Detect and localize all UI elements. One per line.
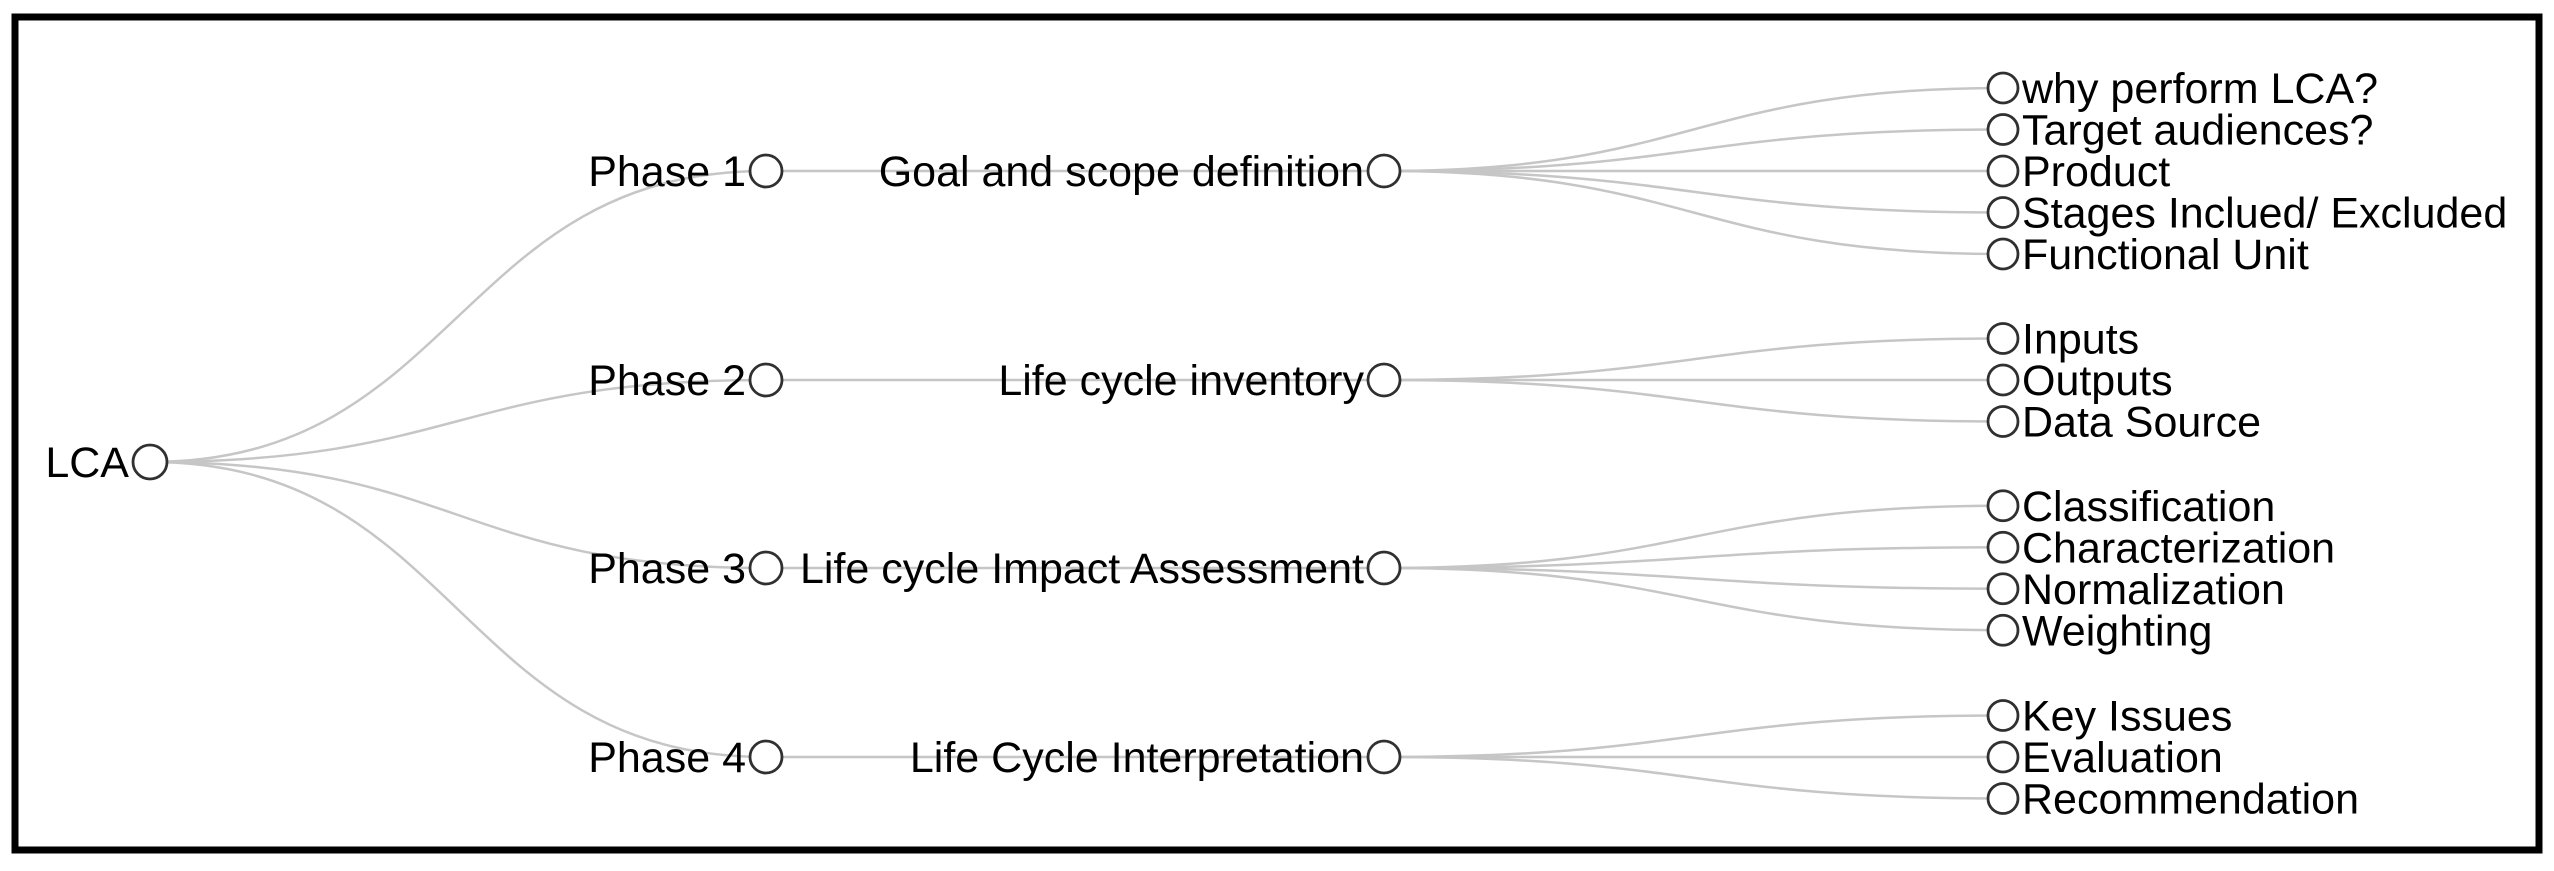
leaf-label: Recommendation [2022, 776, 2359, 824]
leaf-node-circle [1986, 740, 2020, 774]
root-label: LCA [45, 439, 129, 487]
leaf-node-circle [1986, 237, 2020, 271]
tree-links [149, 86, 2004, 800]
description-node-circle [1366, 739, 1402, 775]
tree-link [1383, 128, 2004, 173]
tree-link [1383, 504, 2004, 570]
tree-link [1383, 566, 2004, 632]
leaf-node-circle [1986, 489, 2020, 523]
tree-link [1383, 755, 2004, 800]
tree-link [149, 460, 767, 570]
phase-description-label: Goal and scope definition [879, 148, 1364, 196]
leaf-label: Key Issues [2022, 693, 2232, 741]
tree-link [1383, 169, 2004, 256]
phase-description-label: Life Cycle Interpretation [910, 734, 1364, 782]
tree-link [1383, 566, 2004, 590]
leaf-label: why perform LCA? [2021, 65, 2378, 113]
tree-link [149, 169, 767, 464]
phase-node-circle [748, 362, 784, 398]
leaf-label: Stages Inclued/ Excluded [2022, 190, 2507, 238]
tree-link [149, 378, 767, 464]
phase-description-label: Life cycle Impact Assessment [800, 545, 1364, 593]
leaf-label: Functional Unit [2022, 231, 2309, 279]
description-node-circle [1366, 550, 1402, 586]
tree-nodes [131, 71, 2020, 815]
phase-name-label: Phase 3 [588, 545, 746, 593]
tree-link [1383, 546, 2004, 570]
diagram-border [11, 13, 2543, 854]
description-node-circle [1366, 362, 1402, 398]
phase-name-label: Phase 2 [588, 357, 746, 405]
phase-node-circle [748, 153, 784, 189]
leaf-label: Normalization [2022, 566, 2285, 614]
leaf-label: Weighting [2022, 607, 2212, 655]
leaf-node-circle [1986, 71, 2020, 105]
phase-name-label: Phase 1 [588, 148, 746, 196]
phase-description-label: Life cycle inventory [998, 357, 1364, 405]
phase-node-circle [748, 739, 784, 775]
leaf-node-circle [1986, 113, 2020, 146]
leaf-label: Classification [2022, 483, 2275, 531]
tree-link [1383, 86, 2004, 173]
leaf-node-circle [1986, 782, 2020, 815]
leaf-node-circle [1986, 322, 2020, 355]
tree-link [149, 460, 767, 759]
phase-name-label: Phase 4 [588, 734, 746, 782]
leaf-label: Outputs [2022, 357, 2173, 405]
tree-link [1383, 169, 2004, 214]
leaf-node-circle [1986, 196, 2020, 229]
leaf-node-circle [1986, 405, 2020, 438]
description-node-circle [1366, 153, 1402, 189]
leaf-node-circle [1986, 613, 2020, 647]
leaf-label: Inputs [2022, 316, 2139, 364]
leaf-node-circle [1986, 572, 2020, 606]
tree-link [1383, 378, 2004, 423]
phase-node-circle [748, 550, 784, 586]
tree-link [1383, 337, 2004, 382]
leaf-node-circle [1986, 154, 2020, 188]
leaf-node-circle [1986, 363, 2020, 397]
leaf-label: Characterization [2022, 524, 2335, 572]
leaf-node-circle [1986, 699, 2020, 732]
leaf-node-circle [1986, 530, 2020, 564]
tree-link [1383, 714, 2004, 759]
root-node-circle [131, 443, 169, 481]
leaf-label: Data Source [2022, 399, 2261, 447]
leaf-label: Product [2022, 148, 2170, 196]
leaf-label: Target audiences? [2022, 107, 2373, 155]
tree-labels: LCA Phase 1 Goal and scope definition why p… [45, 65, 2507, 824]
leaf-label: Evaluation [2022, 734, 2223, 782]
